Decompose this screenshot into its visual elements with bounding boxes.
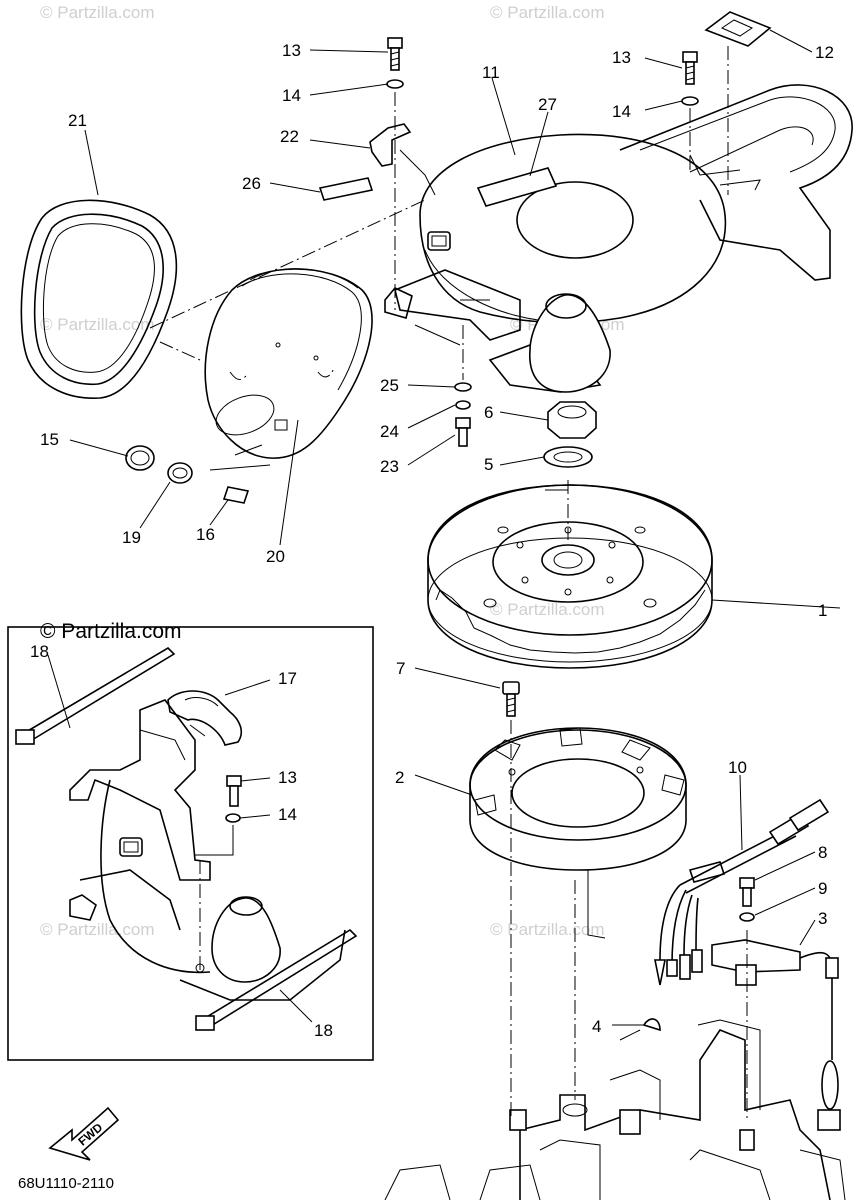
part-7-bolt <box>502 681 520 717</box>
part-25-washer <box>454 382 472 392</box>
part-1-flywheel <box>427 484 713 669</box>
part-5-washer <box>543 446 593 468</box>
callout-12: 12 <box>815 43 834 62</box>
callout-18: 18 <box>30 642 49 661</box>
watermark: © Partzilla.com <box>40 920 155 939</box>
part-10-wire-harness <box>654 798 830 986</box>
assembly-lines <box>149 46 748 1120</box>
callout-13: 13 <box>612 48 631 67</box>
part-2-stator <box>469 727 687 871</box>
callout-16: 16 <box>196 525 215 544</box>
fwd-arrow: FWD <box>48 1106 120 1161</box>
watermark: © Partzilla.com <box>490 600 605 619</box>
part-9-washer <box>739 912 755 922</box>
callout-3: 3 <box>818 909 827 928</box>
callout-14: 14 <box>278 805 297 824</box>
part-13-bolt <box>226 775 242 807</box>
part-19-plug <box>167 462 193 484</box>
part-14-washer <box>681 96 699 106</box>
callout-14: 14 <box>612 102 631 121</box>
callout-9: 9 <box>818 879 827 898</box>
part-4-key <box>642 1018 661 1032</box>
callout-11: 11 <box>482 63 500 82</box>
inset-bracket <box>69 699 346 1001</box>
part-12-plate <box>704 11 772 47</box>
inset-box <box>7 626 374 1061</box>
callout-26: 26 <box>242 174 261 193</box>
callout-19: 19 <box>122 528 141 547</box>
part-22-clip <box>369 123 412 167</box>
part-6-nut <box>547 401 597 439</box>
callout-13: 13 <box>282 41 301 60</box>
part-13-bolt <box>387 37 403 71</box>
part-13-bolt <box>682 51 698 85</box>
callout-10: 10 <box>728 758 747 777</box>
callout-2: 2 <box>395 768 404 787</box>
callout-7: 7 <box>396 659 405 678</box>
part-8-bolt <box>739 877 755 907</box>
callout-8: 8 <box>818 843 827 862</box>
callout-24: 24 <box>380 422 399 441</box>
callout-4: 4 <box>592 1017 601 1036</box>
callout-14: 14 <box>282 86 301 105</box>
part-14-washer <box>386 79 404 89</box>
callout-5: 5 <box>484 455 493 474</box>
part-23-bolt <box>455 417 471 447</box>
callout-22: 22 <box>280 127 299 146</box>
part-21-seal-ring <box>20 199 178 399</box>
watermark: © Partzilla.com <box>40 3 155 22</box>
watermark: © Partzilla.com <box>40 315 155 334</box>
callout-18: 18 <box>314 1021 333 1040</box>
callout-numbers: 1 2 3 4 5 6 7 8 9 10 11 12 13 13 13 14 1… <box>30 41 834 1040</box>
callout-17: 17 <box>278 669 297 688</box>
callout-23: 23 <box>380 457 399 476</box>
callout-6: 6 <box>484 403 493 422</box>
part-20-housing <box>204 268 373 459</box>
part-18-cable-tie <box>195 928 358 1031</box>
part-11-flywheel-cover <box>384 84 853 393</box>
diagram-code: 68U1110-2110 <box>18 1175 114 1192</box>
callout-15: 15 <box>40 430 59 449</box>
part-14-washer <box>225 813 241 823</box>
callout-21: 21 <box>68 111 87 130</box>
part-26-label <box>318 177 374 201</box>
watermark: © Partzilla.com <box>490 3 605 22</box>
part-15-plug <box>125 445 155 471</box>
engine-block <box>384 1019 846 1200</box>
part-3-pulser-coil <box>711 939 841 1131</box>
callout-20: 20 <box>266 547 285 566</box>
callout-13: 13 <box>278 768 297 787</box>
callout-25: 25 <box>380 376 399 395</box>
callout-27: 27 <box>538 95 557 114</box>
part-18-cable-tie <box>15 646 176 745</box>
watermark-inset: © Partzilla.com <box>40 620 182 643</box>
part-16-label <box>222 486 250 504</box>
callout-1: 1 <box>818 601 827 620</box>
part-17-clamp <box>167 690 242 746</box>
part-24-washer <box>455 400 471 410</box>
watermark: © Partzilla.com <box>490 920 605 939</box>
callout-leaders <box>47 29 841 1026</box>
